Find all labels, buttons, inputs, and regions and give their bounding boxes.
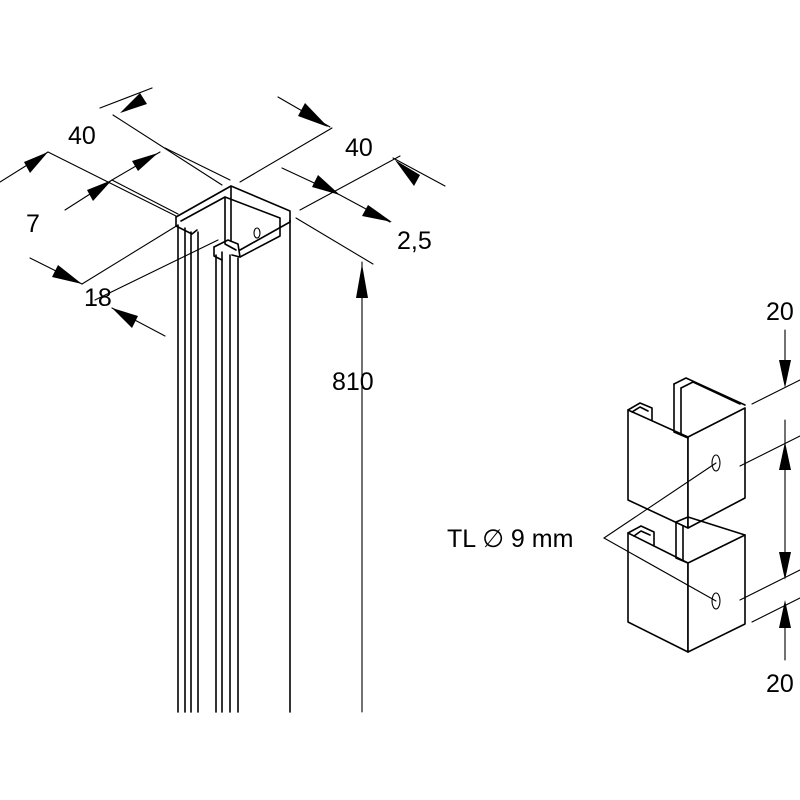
upper-hole [711, 454, 721, 472]
detail-labels: 20 20 TL ∅ 9 mm [447, 298, 794, 698]
thickness-label: 2,5 [397, 227, 432, 255]
bottom-offset-label: 20 [766, 670, 794, 698]
main-post [175, 185, 291, 713]
detail-lower-section [627, 516, 746, 653]
dimension-lines [0, 87, 446, 713]
detail-dimensions [603, 329, 800, 661]
lower-hole [711, 592, 721, 610]
hole-label: TL ∅ 9 mm [447, 525, 573, 553]
height-label: 810 [332, 368, 374, 396]
post-vertical-edges [177, 219, 291, 713]
detail-upper-section [627, 377, 746, 529]
depth-label: 40 [345, 134, 373, 162]
slot-label: 18 [84, 284, 112, 312]
top-offset-label: 20 [766, 298, 794, 326]
width-label: 40 [68, 122, 96, 150]
dimension-labels: 40 40 7 18 2,5 810 [26, 122, 432, 396]
flange-label: 7 [26, 210, 40, 238]
post-top-section [175, 185, 291, 261]
